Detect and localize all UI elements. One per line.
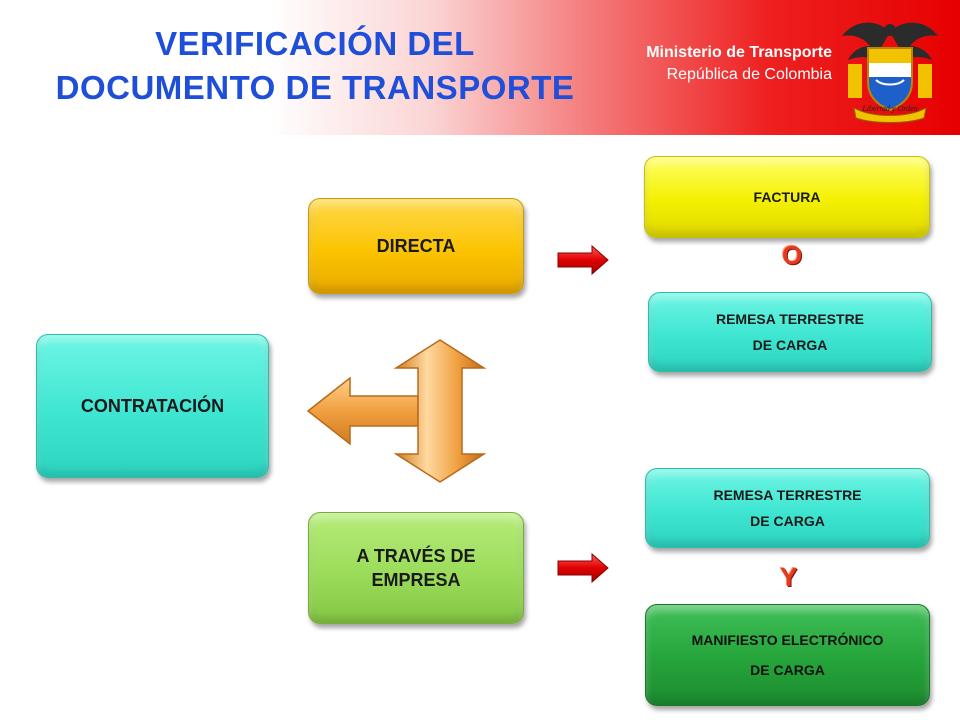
contratacion-label: CONTRATACIÓN: [80, 395, 225, 416]
crest-motto: Libertad y Orden: [862, 104, 918, 113]
arrow-right-icon: [557, 552, 609, 584]
contratacion-box: CONTRATACIÓN: [36, 334, 269, 478]
directa-label: DIRECTA: [376, 235, 456, 256]
title-line-2: DOCUMENTO DE TRANSPORTE: [55, 69, 575, 106]
manifiesto-label-line-1: MANIFIESTO ELECTRÓNICO: [691, 632, 884, 648]
remesa-label-line-1: REMESA TERRESTRE: [713, 487, 862, 503]
factura-box: FACTURA: [644, 156, 930, 238]
remesa-label-line-1: REMESA TERRESTRE: [715, 311, 865, 327]
connector-or: O: [782, 240, 803, 270]
ministry-block: Ministerio de Transporte República de Co…: [646, 42, 832, 86]
ministry-name: Ministerio de Transporte: [646, 44, 832, 61]
header-banner: VERIFICACIÓN DEL DOCUMENTO DE TRANSPORTE…: [0, 0, 960, 135]
remesa-box-empresa: REMESA TERRESTRE DE CARGA: [645, 468, 930, 548]
arrow-right-icon: [557, 244, 609, 276]
manifiesto-label-line-2: DE CARGA: [750, 662, 825, 678]
page-title: VERIFICACIÓN DEL DOCUMENTO DE TRANSPORTE: [10, 22, 620, 110]
factura-label: FACTURA: [753, 189, 821, 205]
empresa-label-line-2: EMPRESA: [371, 570, 461, 590]
connector-and: Y: [780, 562, 798, 592]
directa-box: DIRECTA: [308, 198, 524, 294]
title-line-1: VERIFICACIÓN DEL: [155, 25, 475, 62]
country-name: República de Colombia: [666, 66, 832, 83]
remesa-label-line-2: DE CARGA: [752, 337, 828, 353]
empresa-label-line-1: A TRAVÉS DE: [356, 546, 476, 566]
empresa-box: A TRAVÉS DE EMPRESA: [308, 512, 524, 624]
coat-of-arms-icon: [842, 22, 938, 123]
remesa-box-directa: REMESA TERRESTRE DE CARGA: [648, 292, 932, 372]
manifiesto-box: MANIFIESTO ELECTRÓNICO DE CARGA: [645, 604, 930, 706]
three-way-arrow-icon: [306, 339, 487, 483]
remesa-label-line-2: DE CARGA: [750, 513, 825, 529]
